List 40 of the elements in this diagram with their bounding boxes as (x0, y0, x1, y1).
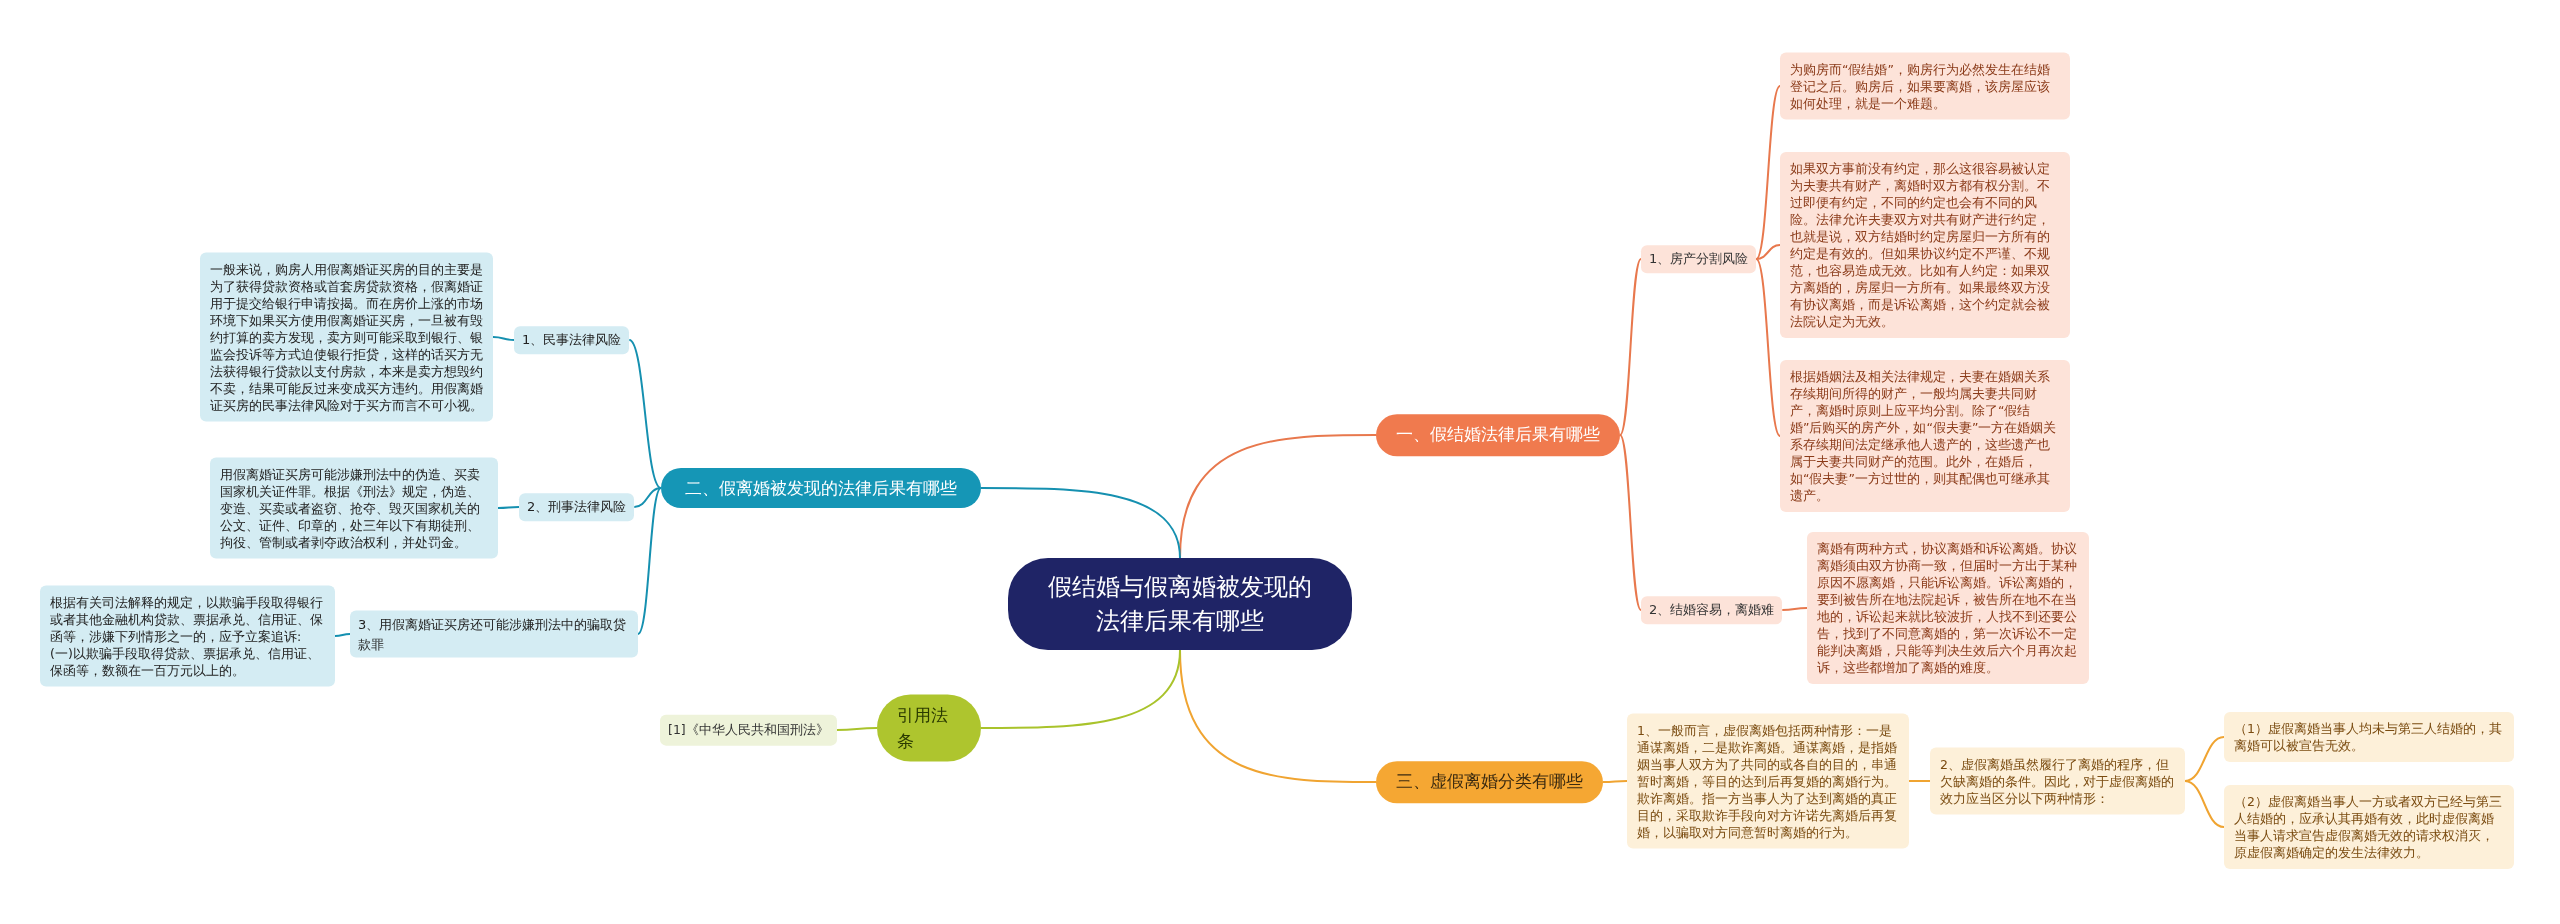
subtopic: 1、房产分割风险 (1641, 245, 1757, 273)
subtopic: 2、刑事法律风险 (519, 493, 635, 521)
connector-line (628, 339, 662, 489)
connector-line (334, 633, 351, 637)
note-card: 2、虚假离婚虽然履行了离婚的程序，但欠缺离婚的条件。因此，对于虚假离婚的效力应当区分以下两种情形： (1930, 747, 2185, 815)
connector-line (497, 506, 520, 509)
note-card: 离婚有两种方式，协议离婚和诉讼离婚。协议离婚须由双方协商一致，但届时一方出于某种原因不愿离婚，只能诉讼离婚。诉讼离婚的，要到被告所在地法院起诉，被告所在地不在当地的，诉讼起来就比较波折，人找不到还要公告，找到了不同意离婚的，第一次诉讼不一定能判决离婚，只能等判决生效后六个月再次起诉，这些都增加了离婚的难度。 (1807, 532, 2089, 684)
main-topic: 三、虚假离婚分类有哪些 (1376, 761, 1603, 803)
note-card: 根据有关司法解释的规定，以欺骗手段取得银行或者其他金融机构贷款、票据承兑、信用证、保函等，涉嫌下列情形之一的，应予立案追诉: (一)以欺骗手段取得贷款、票据承兑、信用证、保函等，数额在一百万元以上的。 (40, 585, 335, 687)
main-topic: 引用法条 (877, 694, 981, 762)
central-topic: 假结婚与假离婚被发现的法律后果有哪些 (1008, 558, 1352, 650)
connector-line (2184, 780, 2225, 828)
reference-card: [1]《中华人民共和国刑法》 (660, 714, 837, 746)
note-card: （1）虚假离婚当事人均未与第三人结婚的，其离婚可以被宣告无效。 (2224, 712, 2514, 762)
note-card: 如果双方事前没有约定，那么这很容易被认定为夫妻共有财产，离婚时双方都有权分割。不过即便有约定，不同的约定也会有不同的风险。法律允许夫妻双方对共有财产进行约定，也就是说，双方结婚时约定房屋归一方所有的约定是有效的。但如果协议约定不严谨、不规范，也容易造成无效。比如有人约定：如果双方离婚的，房屋归一方所有。如果最终双方没有协议离婚，而是诉讼离婚，这个约定就会被法院认定为无效。 (1780, 152, 2070, 338)
note-card: 为购房而“假结婚”，购房行为必然发生在结婚登记之后。购房后，如果要离婚，该房屋应该如何处理，就是一个难题。 (1780, 52, 2070, 120)
connector-line (1619, 258, 1642, 436)
subtopic: 2、结婚容易，离婚难 (1641, 596, 1783, 624)
connector-line (835, 727, 878, 731)
connector-line (1755, 85, 1781, 260)
connector-line (980, 649, 1181, 729)
connector-line (637, 487, 662, 635)
note-card: 1、一般而言，虚假离婚包括两种情形：一是通谋离婚，二是欺诈离婚。通谋离婚，是指婚姻当事人双方为了共同的或各自的目的，串通暂时离婚，等目的达到后再复婚的离婚行为。欺诈离婚。指一方当事人为了达到离婚的真正目的，采取欺诈手段向对方许诺先离婚后再复婚，以骗取对方同意暂时离婚的行为。 (1627, 713, 1909, 849)
connector-line (980, 487, 1181, 559)
note-card: （2）虚假离婚当事人一方或者双方已经与第三人结婚的，应承认其再婚有效，此时虚假离婚当事人请求宣告虚假离婚无效的请求权消灭，原虚假离婚确定的发生法律效力。 (2224, 785, 2514, 869)
main-topic: 一、假结婚法律后果有哪些 (1376, 414, 1620, 456)
connector-line (492, 336, 515, 341)
connector-line (1908, 780, 1931, 782)
subtopic: 3、用假离婚证买房还可能涉嫌刑法中的骗取贷款罪 (350, 610, 638, 658)
connector-line (1755, 258, 1781, 437)
main-topic: 二、假离婚被发现的法律后果有哪些 (661, 468, 981, 508)
connector-line (1619, 434, 1642, 611)
connector-line (1755, 244, 1781, 260)
note-card: 一般来说，购房人用假离婚证买房的目的主要是为了获得贷款资格或首套房贷款资格，假离婚证用于提交给银行申请按揭。而在房价上涨的市场环境下如果买方使用假离婚证买房，一旦被有毁约打算的卖方发现，卖方则可能采取到银行、银监会投诉等方式迫使银行拒贷，这样的话买方无法获得银行贷款以支付房款，本来是卖方想毁约不卖，结果可能反过来变成买方违约。用假离婚证买房的民事法律风险对于买方而言不可小视。 (200, 252, 493, 422)
subtopic: 1、民事法律风险 (514, 326, 630, 354)
note-card: 用假离婚证买房可能涉嫌刑法中的伪造、买卖国家机关证件罪。根据《刑法》规定，伪造、变造、买卖或者盗窃、抢夺、毁灭国家机关的公文、证件、印章的，处三年以下有期徒刑、拘役、管制或者剥夺政治权利，并处罚金。 (210, 457, 498, 559)
note-card: 根据婚姻法及相关法律规定，夫妻在婚姻关系存续期间所得的财产，一般均属夫妻共同财产，离婚时原则上应平均分割。除了“假结婚”后购买的房产外，如“假夫妻”一方在婚姻关系存续期间法定继承他人遗产的，这些遗产也属于夫妻共同财产的范围。此外，在婚后，如“假夫妻”一方过世的，则其配偶也可继承其遗产。 (1780, 360, 2070, 512)
connector-line (1602, 780, 1628, 783)
connector-line (1781, 607, 1808, 611)
connector-line (633, 487, 662, 508)
